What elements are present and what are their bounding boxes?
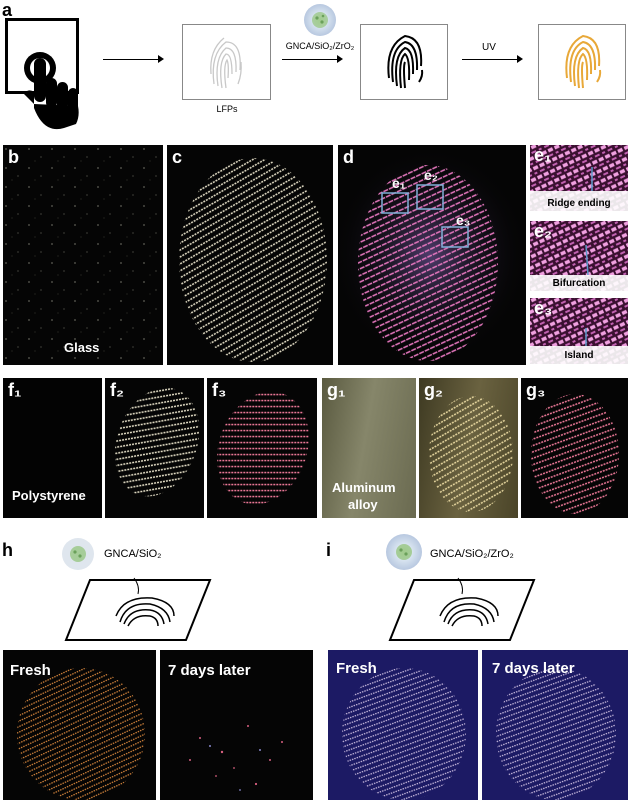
panel-f1-image — [3, 378, 102, 518]
faint-fingerprint-icon — [210, 37, 242, 89]
panel-g1-letter: g₁ — [327, 380, 346, 400]
panel-h-letter: h — [2, 540, 13, 560]
arrow-3 — [462, 59, 518, 60]
panel-g2-image — [419, 378, 518, 518]
panel-e1-caption: Ridge ending — [547, 198, 611, 209]
panel-b-letter: b — [8, 147, 19, 167]
surface-fingerprint-i — [388, 577, 536, 641]
panel-f2-letter: f₂ — [110, 380, 124, 400]
nanoparticle-i-icon — [386, 534, 422, 570]
panel-g3-letter: g₃ — [526, 380, 546, 400]
arrow-1 — [103, 59, 159, 60]
panel-a-letter: a — [2, 0, 13, 20]
panel-g3-image — [521, 378, 628, 518]
panel-f2-image — [105, 378, 204, 518]
box-e1-label: e₁ — [392, 175, 406, 191]
box-e3-label: e₃ — [456, 212, 471, 228]
panel-d-letter: d — [343, 147, 354, 167]
reagent-label-h: GNCA/SiO₂ — [104, 548, 162, 560]
arrow-1-head — [158, 55, 164, 63]
panel-f3-image — [207, 378, 317, 518]
panel-h-later-label: 7 days later — [168, 662, 251, 679]
panel-f3-letter: f₃ — [212, 380, 227, 400]
panel-b-image — [3, 145, 163, 365]
panel-i-fresh-label: Fresh — [336, 660, 377, 677]
panel-g1-image — [322, 378, 416, 518]
hand-touch-icon — [24, 52, 79, 130]
reagent-label-a: GNCA/SiO₂/ZrO₂ — [285, 41, 355, 51]
panel-e2-image — [530, 221, 628, 291]
panel-c-letter: c — [172, 147, 183, 167]
box-e1 — [381, 192, 409, 214]
arrow-2-head — [337, 55, 343, 63]
panel-e3-image — [530, 298, 628, 364]
panel-h-later-image — [160, 650, 313, 800]
panel-i-later-label: 7 days later — [492, 660, 575, 677]
panel-e3-letter: e₃ — [534, 298, 553, 318]
box-e2 — [416, 184, 444, 210]
box-e2-label: e₂ — [424, 167, 439, 183]
panel-e1-letter: e₁ — [534, 145, 552, 165]
arrow-2 — [282, 59, 338, 60]
panel-g1-caption-1: Aluminum — [332, 480, 396, 495]
panel-e2-letter: e₂ — [534, 221, 553, 241]
box-e3 — [441, 226, 469, 248]
nanoparticle-icon — [304, 4, 336, 36]
panel-i-fresh-image — [328, 650, 478, 800]
panel-f1-letter: f₁ — [8, 380, 22, 400]
nanoparticle-h-icon — [62, 538, 94, 570]
panel-f1-caption: Polystyrene — [12, 488, 86, 503]
uv-label: UV — [482, 42, 496, 53]
lfps-label: LFPs — [216, 104, 238, 114]
panel-e1-image — [530, 145, 628, 211]
panel-g1-caption-2: alloy — [348, 497, 378, 512]
panel-i-letter: i — [326, 540, 332, 560]
panel-c-image — [167, 145, 333, 365]
orange-fingerprint-icon — [565, 34, 602, 89]
panel-h-fresh-image — [3, 650, 156, 800]
panel-b-caption: Glass — [64, 340, 100, 355]
reagent-label-i: GNCA/SiO₂/ZrO₂ — [430, 548, 514, 560]
panel-e3-caption: Island — [564, 350, 594, 361]
black-fingerprint-icon — [387, 34, 424, 89]
surface-fingerprint-h — [64, 577, 212, 641]
panel-i-later-image — [482, 650, 628, 800]
panel-d-image — [330, 145, 530, 365]
panel-e2-caption: Bifurcation — [552, 278, 606, 289]
arrow-3-head — [517, 55, 523, 63]
panel-h-fresh-label: Fresh — [10, 662, 51, 679]
panel-g2-letter: g₂ — [424, 380, 443, 400]
